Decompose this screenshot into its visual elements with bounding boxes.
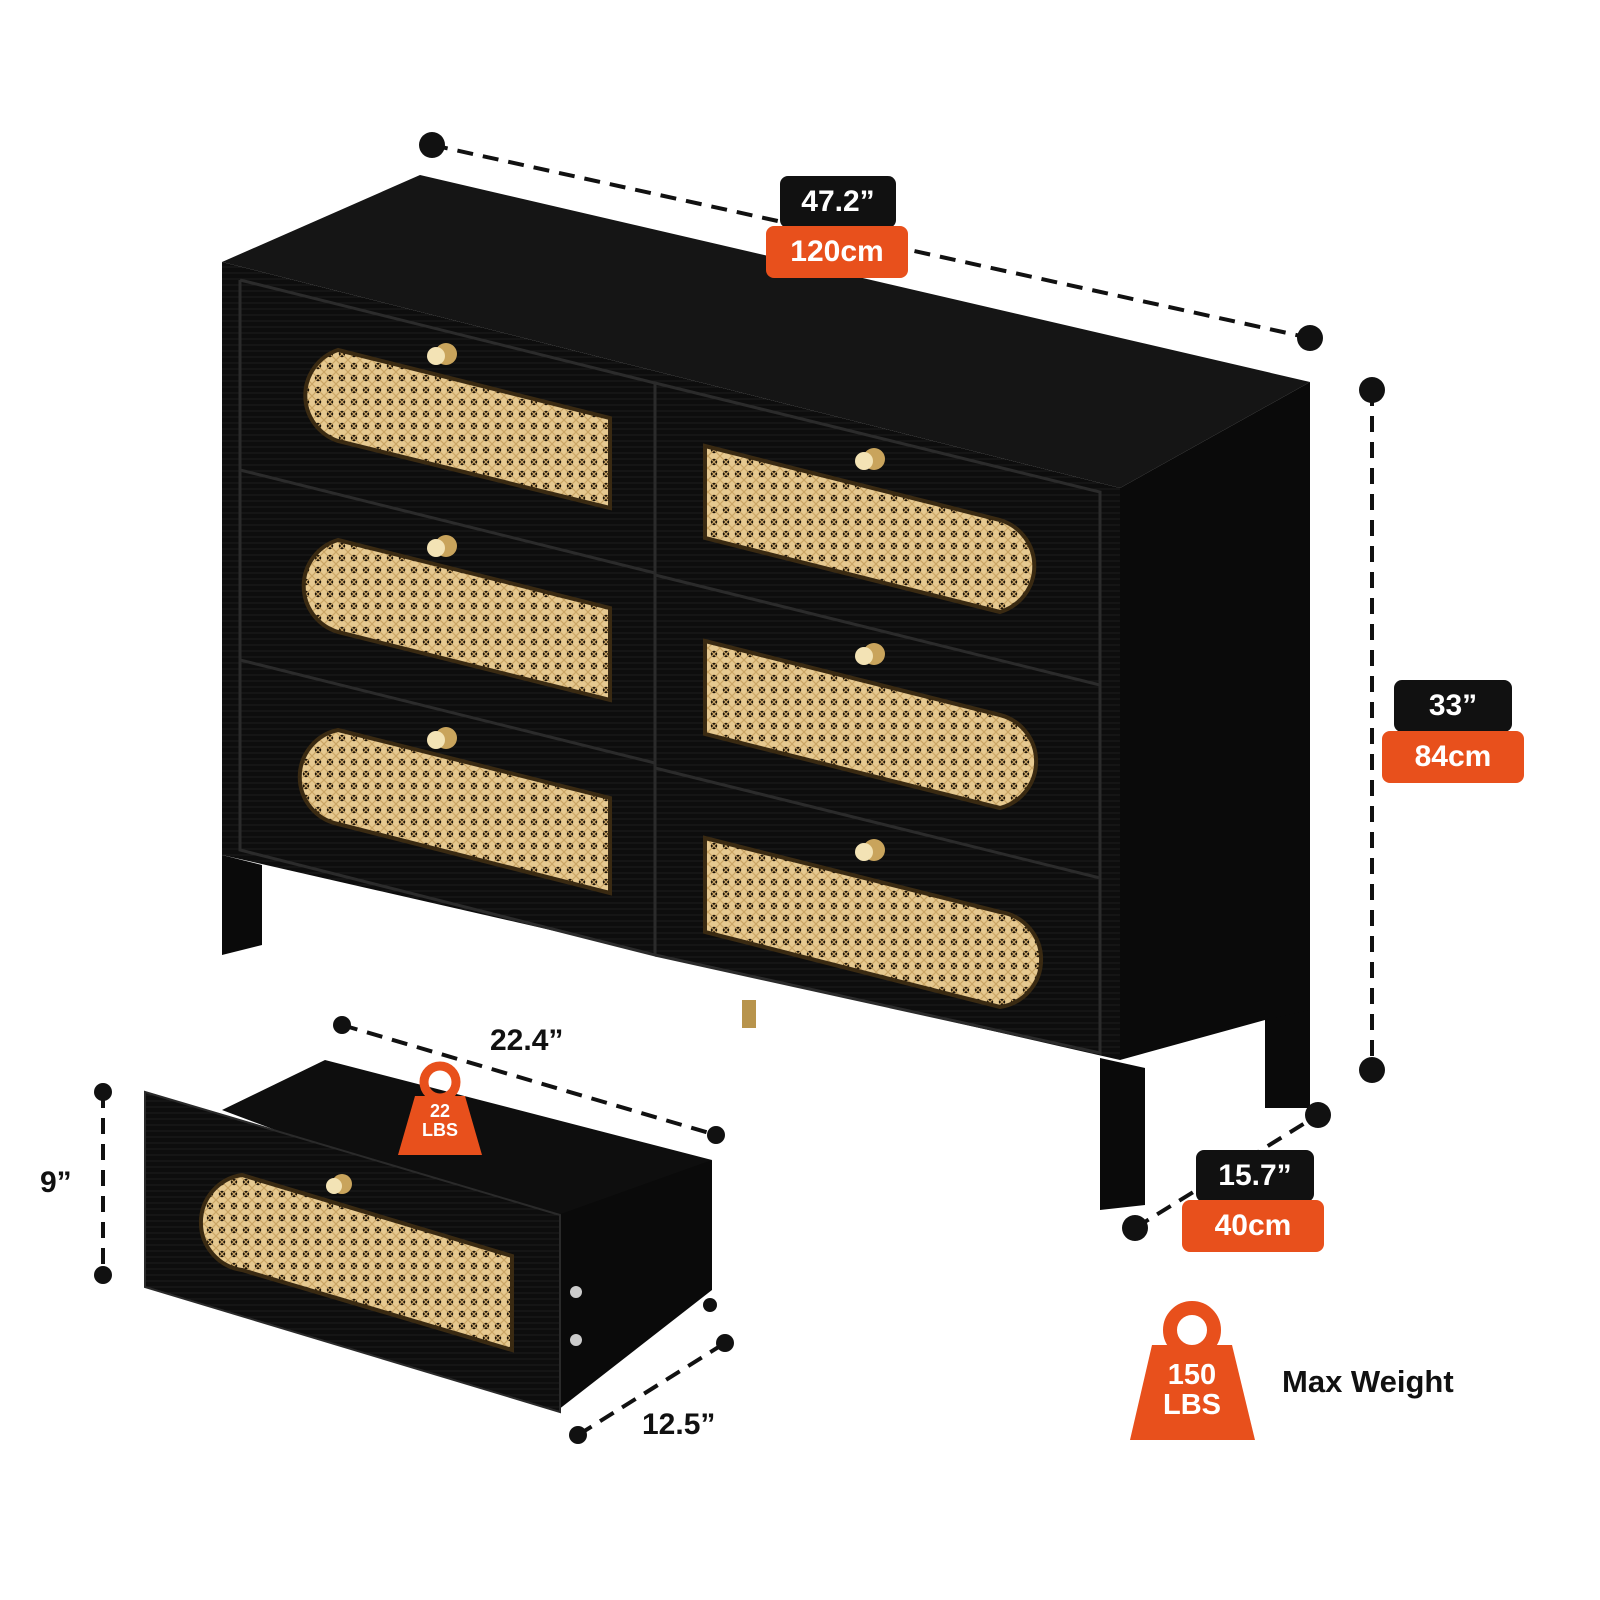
depth-cm-label: 40cm (1182, 1200, 1324, 1252)
knob-icon (855, 643, 885, 665)
drawer-dividers (238, 278, 1102, 1055)
dresser-leg (1265, 1010, 1310, 1108)
drawer-load-value: 22 (429, 1101, 451, 1121)
max-weight-value: 150 (1167, 1359, 1217, 1391)
drawer-5-panel (297, 727, 612, 896)
dresser-side (1120, 382, 1310, 1108)
height-inch-label: 33” (1394, 680, 1512, 732)
drawer-1-panel (303, 347, 612, 511)
rattan-panels (297, 347, 1044, 1010)
knob-icon (855, 448, 885, 470)
drawer-6-panel (703, 835, 1044, 1010)
slide-screw (570, 1286, 582, 1298)
max-weight-text: 150 LBS (1138, 1360, 1246, 1421)
drawer-3-panel (301, 537, 612, 703)
knob-icon (427, 727, 457, 749)
weight-icon (398, 1061, 482, 1155)
max-weight-unit: LBS (1163, 1389, 1221, 1422)
knob-icon (855, 839, 885, 861)
dresser-leveler (742, 1000, 756, 1028)
drawer-height-label: 9” (40, 1166, 72, 1199)
width-cm-label: 120cm (766, 226, 908, 278)
max-weight-label: Max Weight (1282, 1364, 1454, 1399)
drawer-rattan-panel (198, 1172, 514, 1353)
slide-screw (570, 1334, 582, 1346)
width-inch-label: 47.2” (780, 176, 896, 228)
drawer-4-panel (703, 638, 1039, 811)
depth-inch-label: 15.7” (1196, 1150, 1314, 1202)
drawer-width-label: 22.4” (490, 1024, 564, 1057)
drawer-load-text: 22 LBS (408, 1102, 472, 1140)
weight-icon (1130, 1301, 1255, 1440)
knob-icon (326, 1174, 352, 1194)
knob-icon (427, 343, 457, 365)
dresser-leg (222, 855, 262, 955)
drawer-2-panel (703, 443, 1037, 615)
dresser (222, 175, 1310, 1210)
dresser-leg (1100, 1058, 1145, 1210)
drawer-depth-label: 12.5” (642, 1408, 716, 1441)
height-cm-label: 84cm (1382, 731, 1524, 783)
dresser-top (222, 175, 1310, 488)
knobs (427, 343, 885, 861)
drawer-load-unit: LBS (422, 1119, 458, 1140)
knob-icon (427, 535, 457, 557)
dimension-endpoints (94, 132, 1385, 1444)
